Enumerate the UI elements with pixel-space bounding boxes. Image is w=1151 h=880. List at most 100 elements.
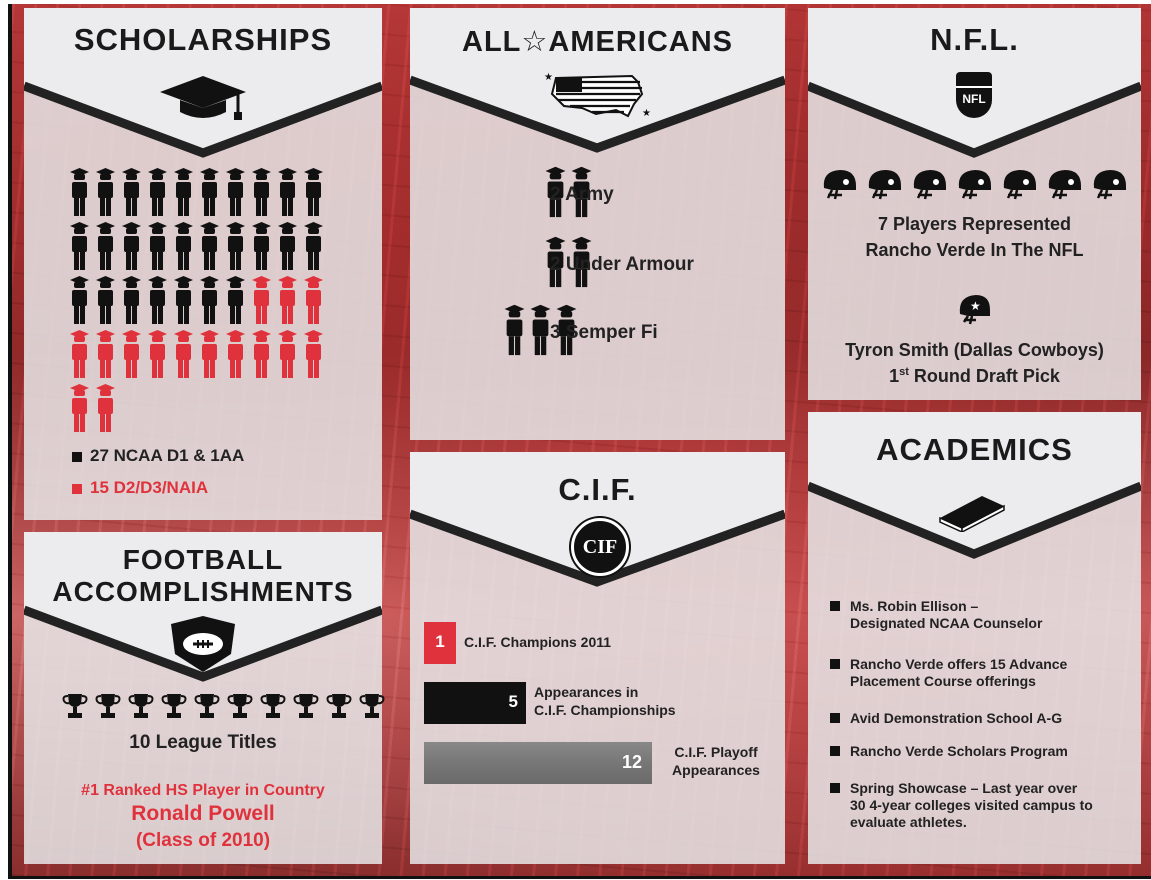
academics-item-1: Ms. Robin Ellison –Designated NCAA Couns… bbox=[830, 598, 1042, 632]
cif-title: C.I.F. bbox=[558, 472, 637, 507]
scholar-d2-icon bbox=[252, 276, 271, 324]
scholar-d2-icon bbox=[148, 330, 167, 378]
cif-bar-champions-value: 1 bbox=[435, 632, 445, 651]
scholar-d2-icon bbox=[278, 276, 297, 324]
league-titles: 10 League Titles bbox=[129, 732, 277, 753]
trophy-icon bbox=[359, 692, 385, 720]
scholar-d2-icon bbox=[304, 276, 323, 324]
football-helmet-icon bbox=[913, 170, 946, 200]
academics-item-4-line1: Rancho Verde Scholars Program bbox=[850, 743, 1068, 759]
football-helmet-icon bbox=[1093, 170, 1126, 200]
trophy-icon bbox=[227, 692, 253, 720]
all-americans-title-part1: ALL bbox=[462, 26, 522, 58]
nfl-pick-rest: Round Draft Pick bbox=[908, 366, 1060, 386]
academics-item-3: Avid Demonstration School A-G bbox=[830, 710, 1062, 727]
football-panel: FOOTBALL ACCOMPLISHMENTS 10 League Title… bbox=[24, 532, 385, 864]
football-header-chevron bbox=[24, 532, 382, 682]
football-helmet-icon bbox=[868, 170, 901, 200]
cowboys-helmet-icon: ★ bbox=[959, 295, 990, 325]
football-helmet-icon bbox=[958, 170, 991, 200]
scholar-d2-icon bbox=[70, 330, 89, 378]
scholar-d1-icon bbox=[148, 276, 167, 324]
academics-item-5-line2: 30 4-year colleges visited campus to bbox=[850, 797, 1093, 813]
scholar-d1-icon bbox=[174, 276, 193, 324]
academics-item-1-line2: Designated NCAA Counselor bbox=[850, 615, 1043, 631]
scholar-d1-icon bbox=[174, 168, 193, 216]
trophy-icon bbox=[326, 692, 352, 720]
trophy-icon bbox=[293, 692, 319, 720]
scholar-d2-icon bbox=[122, 330, 141, 378]
football-shield-icon bbox=[171, 616, 235, 672]
scholar-d1-icon bbox=[70, 276, 89, 324]
scholar-d1-icon bbox=[174, 222, 193, 270]
scholar-d1-icon bbox=[304, 168, 323, 216]
scholar-d2-icon bbox=[96, 330, 115, 378]
legend-d1-label: 27 NCAA D1 & 1AA bbox=[90, 446, 245, 465]
svg-text:★: ★ bbox=[544, 72, 553, 83]
scholar-d1-icon bbox=[96, 276, 115, 324]
player-name: Ronald Powell bbox=[131, 802, 275, 825]
book-icon bbox=[939, 496, 1005, 532]
scholar-d1-icon bbox=[278, 222, 297, 270]
academics-item-2-line2: Placement Course offerings bbox=[850, 673, 1036, 689]
cif-bar-appearances-label-1: Appearances in bbox=[534, 684, 639, 700]
academics-item-3-line1: Avid Demonstration School A-G bbox=[850, 710, 1063, 726]
us-flag-map-icon: ★ ★ bbox=[544, 72, 651, 119]
nfl-logo-text: NFL bbox=[962, 92, 986, 106]
scholar-d2-icon bbox=[174, 330, 193, 378]
all-american-player-icon bbox=[556, 304, 577, 356]
scholar-d1-icon bbox=[122, 276, 141, 324]
scholar-d2-icon bbox=[304, 330, 323, 378]
nfl-pick-line2: 1st Round Draft Pick bbox=[808, 366, 1141, 387]
all-american-player-icon bbox=[571, 236, 592, 288]
academics-item-5-line3: evaluate athletes. bbox=[850, 814, 967, 830]
scholar-d1-icon bbox=[304, 222, 323, 270]
nfl-shield-stripe bbox=[956, 72, 992, 88]
trophy-icon bbox=[62, 692, 88, 720]
bullet-icon bbox=[830, 601, 840, 611]
academics-panel: ACADEMICS bbox=[808, 412, 1141, 864]
graduation-cap-icon bbox=[160, 76, 246, 120]
legend-d1-swatch bbox=[72, 451, 82, 462]
bullet-icon bbox=[830, 746, 840, 756]
trophy-icon bbox=[260, 692, 286, 720]
scholar-d1-icon bbox=[148, 222, 167, 270]
football-title-line1: FOOTBALL bbox=[122, 544, 284, 575]
cif-bar-appearances bbox=[424, 682, 526, 724]
scholar-d1-icon bbox=[122, 168, 141, 216]
scholar-d2-icon bbox=[200, 330, 219, 378]
scholar-d2-icon bbox=[252, 330, 271, 378]
scholar-d1-icon bbox=[148, 168, 167, 216]
scholar-d2-icon bbox=[70, 384, 89, 432]
bullet-icon bbox=[830, 783, 840, 793]
academics-item-1-line1: Ms. Robin Ellison – bbox=[850, 598, 979, 614]
cif-bar-playoff-label-1: C.I.F. Playoff bbox=[674, 744, 758, 760]
scholarships-title: SCHOLARSHIPS bbox=[73, 22, 333, 57]
trophy-icon bbox=[161, 692, 187, 720]
scholar-d1-icon bbox=[226, 168, 245, 216]
cif-panel: C.I.F. CIF 1 C.I.F. Champions 2011 5 App… bbox=[410, 452, 785, 864]
scholar-d2-icon bbox=[226, 330, 245, 378]
scholar-d1-icon bbox=[96, 222, 115, 270]
nfl-pick-line1: Tyron Smith (Dallas Cowboys) bbox=[845, 340, 1104, 360]
svg-text:★: ★ bbox=[970, 299, 981, 313]
scholar-d1-icon bbox=[278, 168, 297, 216]
scholar-d1-icon bbox=[122, 222, 141, 270]
all-american-player-icon bbox=[504, 304, 525, 356]
nfl-title: N.F.L. bbox=[930, 22, 1019, 57]
cif-bar-playoff bbox=[424, 742, 652, 784]
svg-text:★: ★ bbox=[642, 108, 651, 119]
scholar-d1-icon bbox=[96, 168, 115, 216]
all-american-group-label: 2 Army bbox=[550, 184, 614, 205]
scholar-d1-icon bbox=[226, 276, 245, 324]
nfl-pick-round: 1 bbox=[889, 366, 900, 386]
nfl-players-line2: Rancho Verde In The NFL bbox=[865, 240, 1084, 260]
nfl-panel: N.F.L. NFL 7 Players Represented Rancho … bbox=[808, 8, 1141, 400]
scholar-d1-icon bbox=[252, 168, 271, 216]
all-americans-title-part2: AMERICANS bbox=[548, 26, 733, 58]
legend-d2: 15 D2/D3/NAIA bbox=[72, 478, 208, 498]
football-helmet-icon bbox=[1048, 170, 1081, 200]
player-class: (Class of 2010) bbox=[135, 830, 271, 851]
